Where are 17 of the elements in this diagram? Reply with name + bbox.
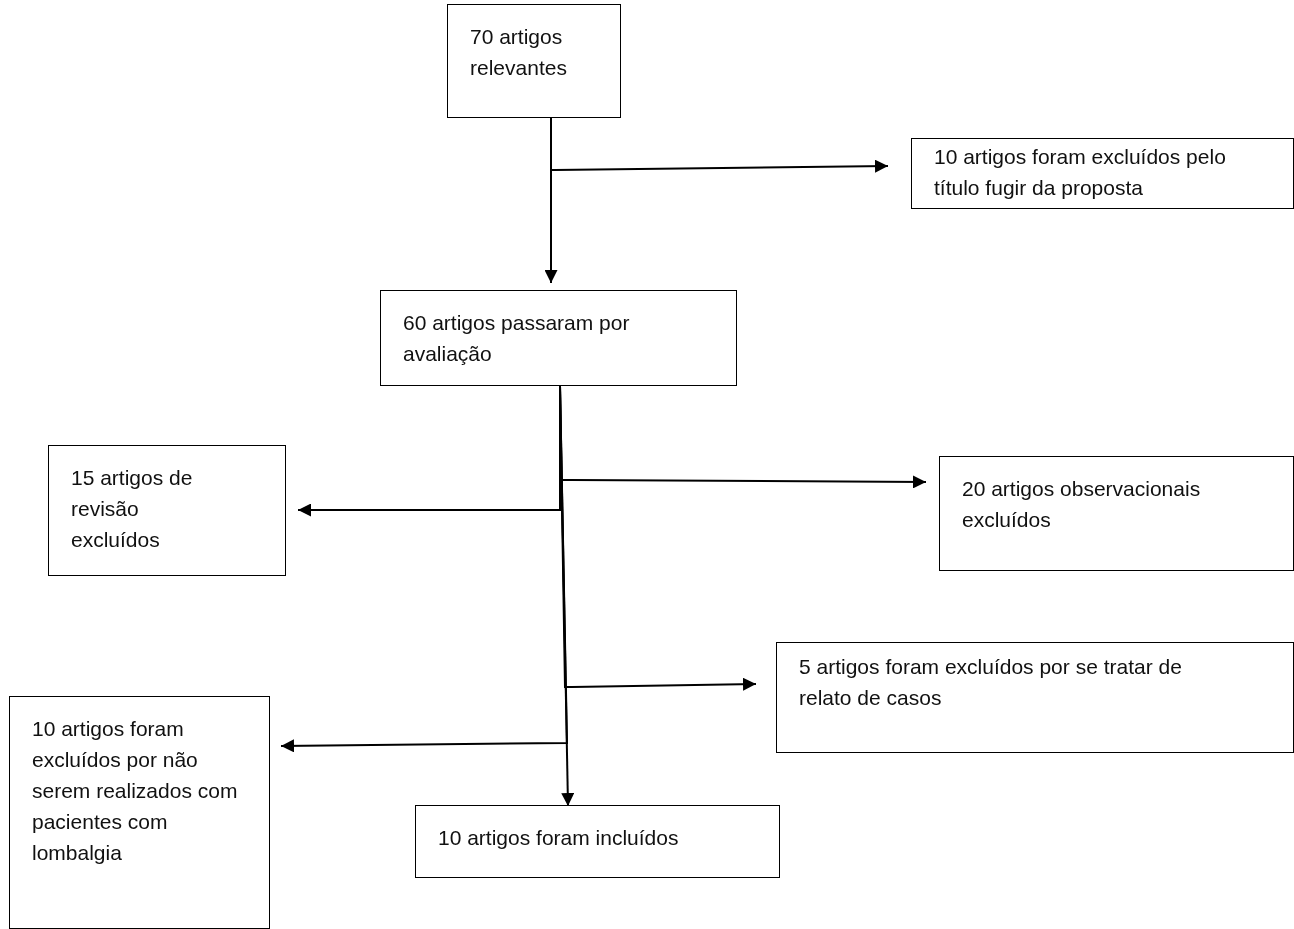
process-box (380, 290, 737, 386)
box-text: 10 artigos foram incluídos (438, 825, 680, 851)
process-box (48, 445, 286, 576)
box-text: 10 artigos foram excluídos pelo título fugir da proposta (934, 144, 1227, 201)
process-box (911, 138, 1294, 209)
process-box (776, 642, 1294, 753)
box-text: 20 artigos observacionais excluídos (962, 476, 1202, 533)
box-text: 10 artigos foram excluídos por não serem realizados com pacientes com lombalgia (32, 716, 239, 866)
box-text: 70 artigos relevantes (470, 24, 568, 81)
process-box (447, 4, 621, 118)
process-box (939, 456, 1294, 571)
process-box (415, 805, 780, 878)
process-box (9, 696, 270, 929)
arrow (559, 385, 575, 807)
box-text: 60 artigos passaram por avaliação (403, 310, 631, 367)
box-text: 5 artigos foram excluídos por se tratar de relato de casos (799, 654, 1183, 711)
box-text: 15 artigos de revisão excluídos (71, 465, 194, 553)
